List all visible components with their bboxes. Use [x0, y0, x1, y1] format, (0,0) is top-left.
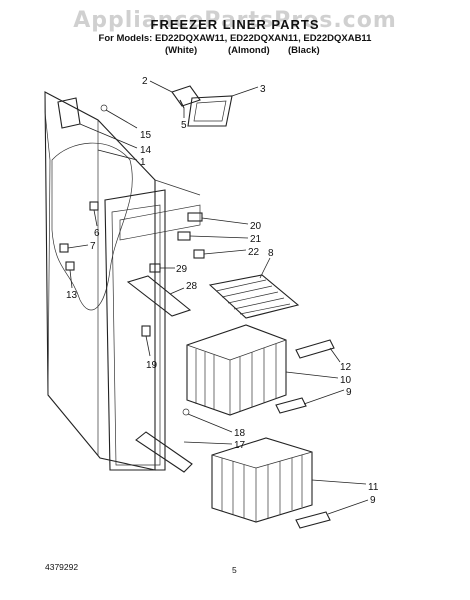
bottom-rail: [135, 408, 193, 473]
callout-14: 14: [140, 145, 152, 156]
callout-18: 18: [234, 428, 246, 439]
callout-17: 17: [234, 440, 246, 451]
lower-basket: [211, 437, 313, 523]
model-list: For Models: ED22DQXAW11, ED22DQXAN11, ED…: [98, 33, 372, 44]
callout-13: 13: [66, 290, 78, 301]
color-label-white: (White): [165, 45, 198, 56]
callout-3: 3: [260, 84, 266, 95]
callout-28: 28: [186, 281, 198, 292]
shelf-supports: [177, 212, 205, 259]
page-title: FREEZER LINER PARTS: [150, 17, 320, 32]
watermark: AppliancePartsPros.com: [73, 8, 397, 33]
document-number: 4379292: [45, 562, 79, 572]
top-bracket-assembly: [171, 85, 233, 127]
wire-shelf: [208, 274, 300, 319]
callout-12: 12: [340, 362, 352, 373]
callout-7: 7: [90, 241, 96, 252]
basket-handle-9-upper: [275, 397, 307, 414]
callout-11: 11: [368, 482, 379, 493]
callout-numbers: 2 3 5 15 14 1 6 7 13 20 21 22 8 29 28 19…: [66, 76, 379, 506]
basket-handle-9-lower: [295, 511, 331, 529]
callout-10: 10: [340, 375, 352, 386]
callout-8: 8: [268, 248, 274, 259]
callout-19: 19: [146, 360, 158, 371]
upper-basket: [186, 324, 287, 416]
leader-lines: [67, 80, 369, 515]
callout-1: 1: [140, 157, 146, 168]
callout-20: 20: [250, 221, 262, 232]
color-label-black: (Black): [288, 45, 320, 56]
callout-2: 2: [142, 76, 148, 87]
freezer-liner: [44, 91, 201, 471]
callout-9-lower: 9: [370, 495, 376, 506]
callout-21: 21: [250, 234, 262, 245]
basket-rail-12: [295, 339, 335, 359]
color-label-almond: (Almond): [228, 45, 270, 56]
callout-15: 15: [140, 130, 152, 141]
callout-29: 29: [176, 264, 188, 275]
callout-5: 5: [181, 120, 187, 131]
page-number: 5: [232, 565, 237, 575]
callout-6: 6: [94, 228, 100, 239]
callout-9-upper: 9: [346, 387, 352, 398]
callout-22: 22: [248, 247, 260, 258]
